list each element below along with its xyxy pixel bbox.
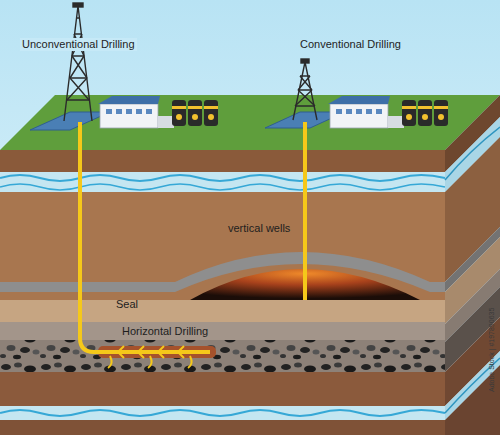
illustration-part (356, 109, 362, 114)
illustration-part (418, 100, 432, 126)
layer-label: Seal (116, 298, 138, 311)
ground-surface (0, 95, 500, 150)
illustration-part (293, 62, 317, 120)
illustration-part (301, 59, 309, 63)
illustration-part (388, 116, 404, 128)
drilling-rig (293, 59, 317, 120)
deep-layer (0, 372, 445, 406)
illustration-part (176, 114, 182, 120)
illustration-part (100, 104, 158, 128)
illustration-part (158, 346, 164, 358)
water-wave (0, 410, 445, 416)
rig-label: Unconventional Drilling (20, 38, 137, 51)
illustration-part (64, 6, 92, 121)
facility-building (98, 96, 174, 128)
illustration-part (146, 109, 152, 114)
illustration-part (192, 114, 198, 120)
illustration-part (438, 114, 444, 120)
rock-layers (0, 150, 445, 435)
illustration-part (204, 100, 218, 126)
illustration-part (108, 356, 112, 368)
illustration-part (402, 100, 416, 126)
illustration-part (106, 109, 152, 114)
illustration-part (73, 3, 83, 7)
illustration-part (376, 109, 382, 114)
illustration-part (418, 106, 432, 109)
grey-layer (0, 322, 445, 342)
shale-layer (0, 340, 445, 372)
block-side (445, 95, 500, 435)
illustration-part (106, 109, 112, 114)
illustration-part (402, 106, 416, 109)
fracture-arrows (108, 346, 192, 368)
illustration-part (178, 346, 184, 358)
illustration-part (116, 109, 122, 114)
oil-barrels (402, 100, 448, 126)
illustration-part (434, 106, 448, 109)
water-layer (0, 172, 445, 192)
illustration-part (67, 18, 89, 100)
water-wave (0, 175, 445, 181)
illustration-part (366, 109, 372, 114)
illustration-part (336, 109, 342, 114)
drilling-rig (64, 3, 92, 121)
rig-label: Conventional Drilling (300, 38, 401, 51)
watermark: Adobe Stock | #197890635 (488, 308, 496, 392)
illustration-part (98, 96, 160, 104)
tan-layer (0, 300, 445, 324)
illustration-part (295, 76, 315, 106)
facility-building (328, 96, 404, 128)
horizontal-well (80, 122, 210, 352)
illustration-part (336, 109, 382, 114)
illustration-part (188, 106, 202, 109)
illustration-part (158, 116, 174, 128)
illustration-part (422, 114, 428, 120)
topsoil-layer (0, 150, 445, 172)
drill-pad (30, 112, 110, 130)
seal-layer (0, 252, 445, 292)
illustration-part (204, 106, 218, 109)
layer-label: Horizontal Drilling (122, 325, 208, 338)
illustration-part (208, 114, 214, 120)
brown-layer (0, 192, 445, 302)
bottom-layer (0, 420, 445, 435)
water-wave (0, 184, 445, 190)
oil-barrels (172, 100, 218, 126)
water-layer (0, 406, 445, 420)
illustration-part (188, 100, 202, 126)
illustration-part (328, 96, 390, 104)
illustration-part (148, 356, 152, 368)
illustration-part (172, 106, 186, 109)
illustration-part (188, 356, 192, 368)
illustration-part (138, 346, 144, 358)
illustration-part (346, 109, 352, 114)
illustration-part (330, 104, 388, 128)
illustration-part (295, 76, 315, 106)
illustration-part (172, 100, 186, 126)
vertical-well (303, 122, 307, 300)
illustration-part (118, 346, 124, 358)
illustration-part (136, 109, 142, 114)
illustration-part (126, 109, 132, 114)
illustration-part (406, 114, 412, 120)
well-label: vertical wells (228, 222, 290, 235)
illustration-part (434, 100, 448, 126)
